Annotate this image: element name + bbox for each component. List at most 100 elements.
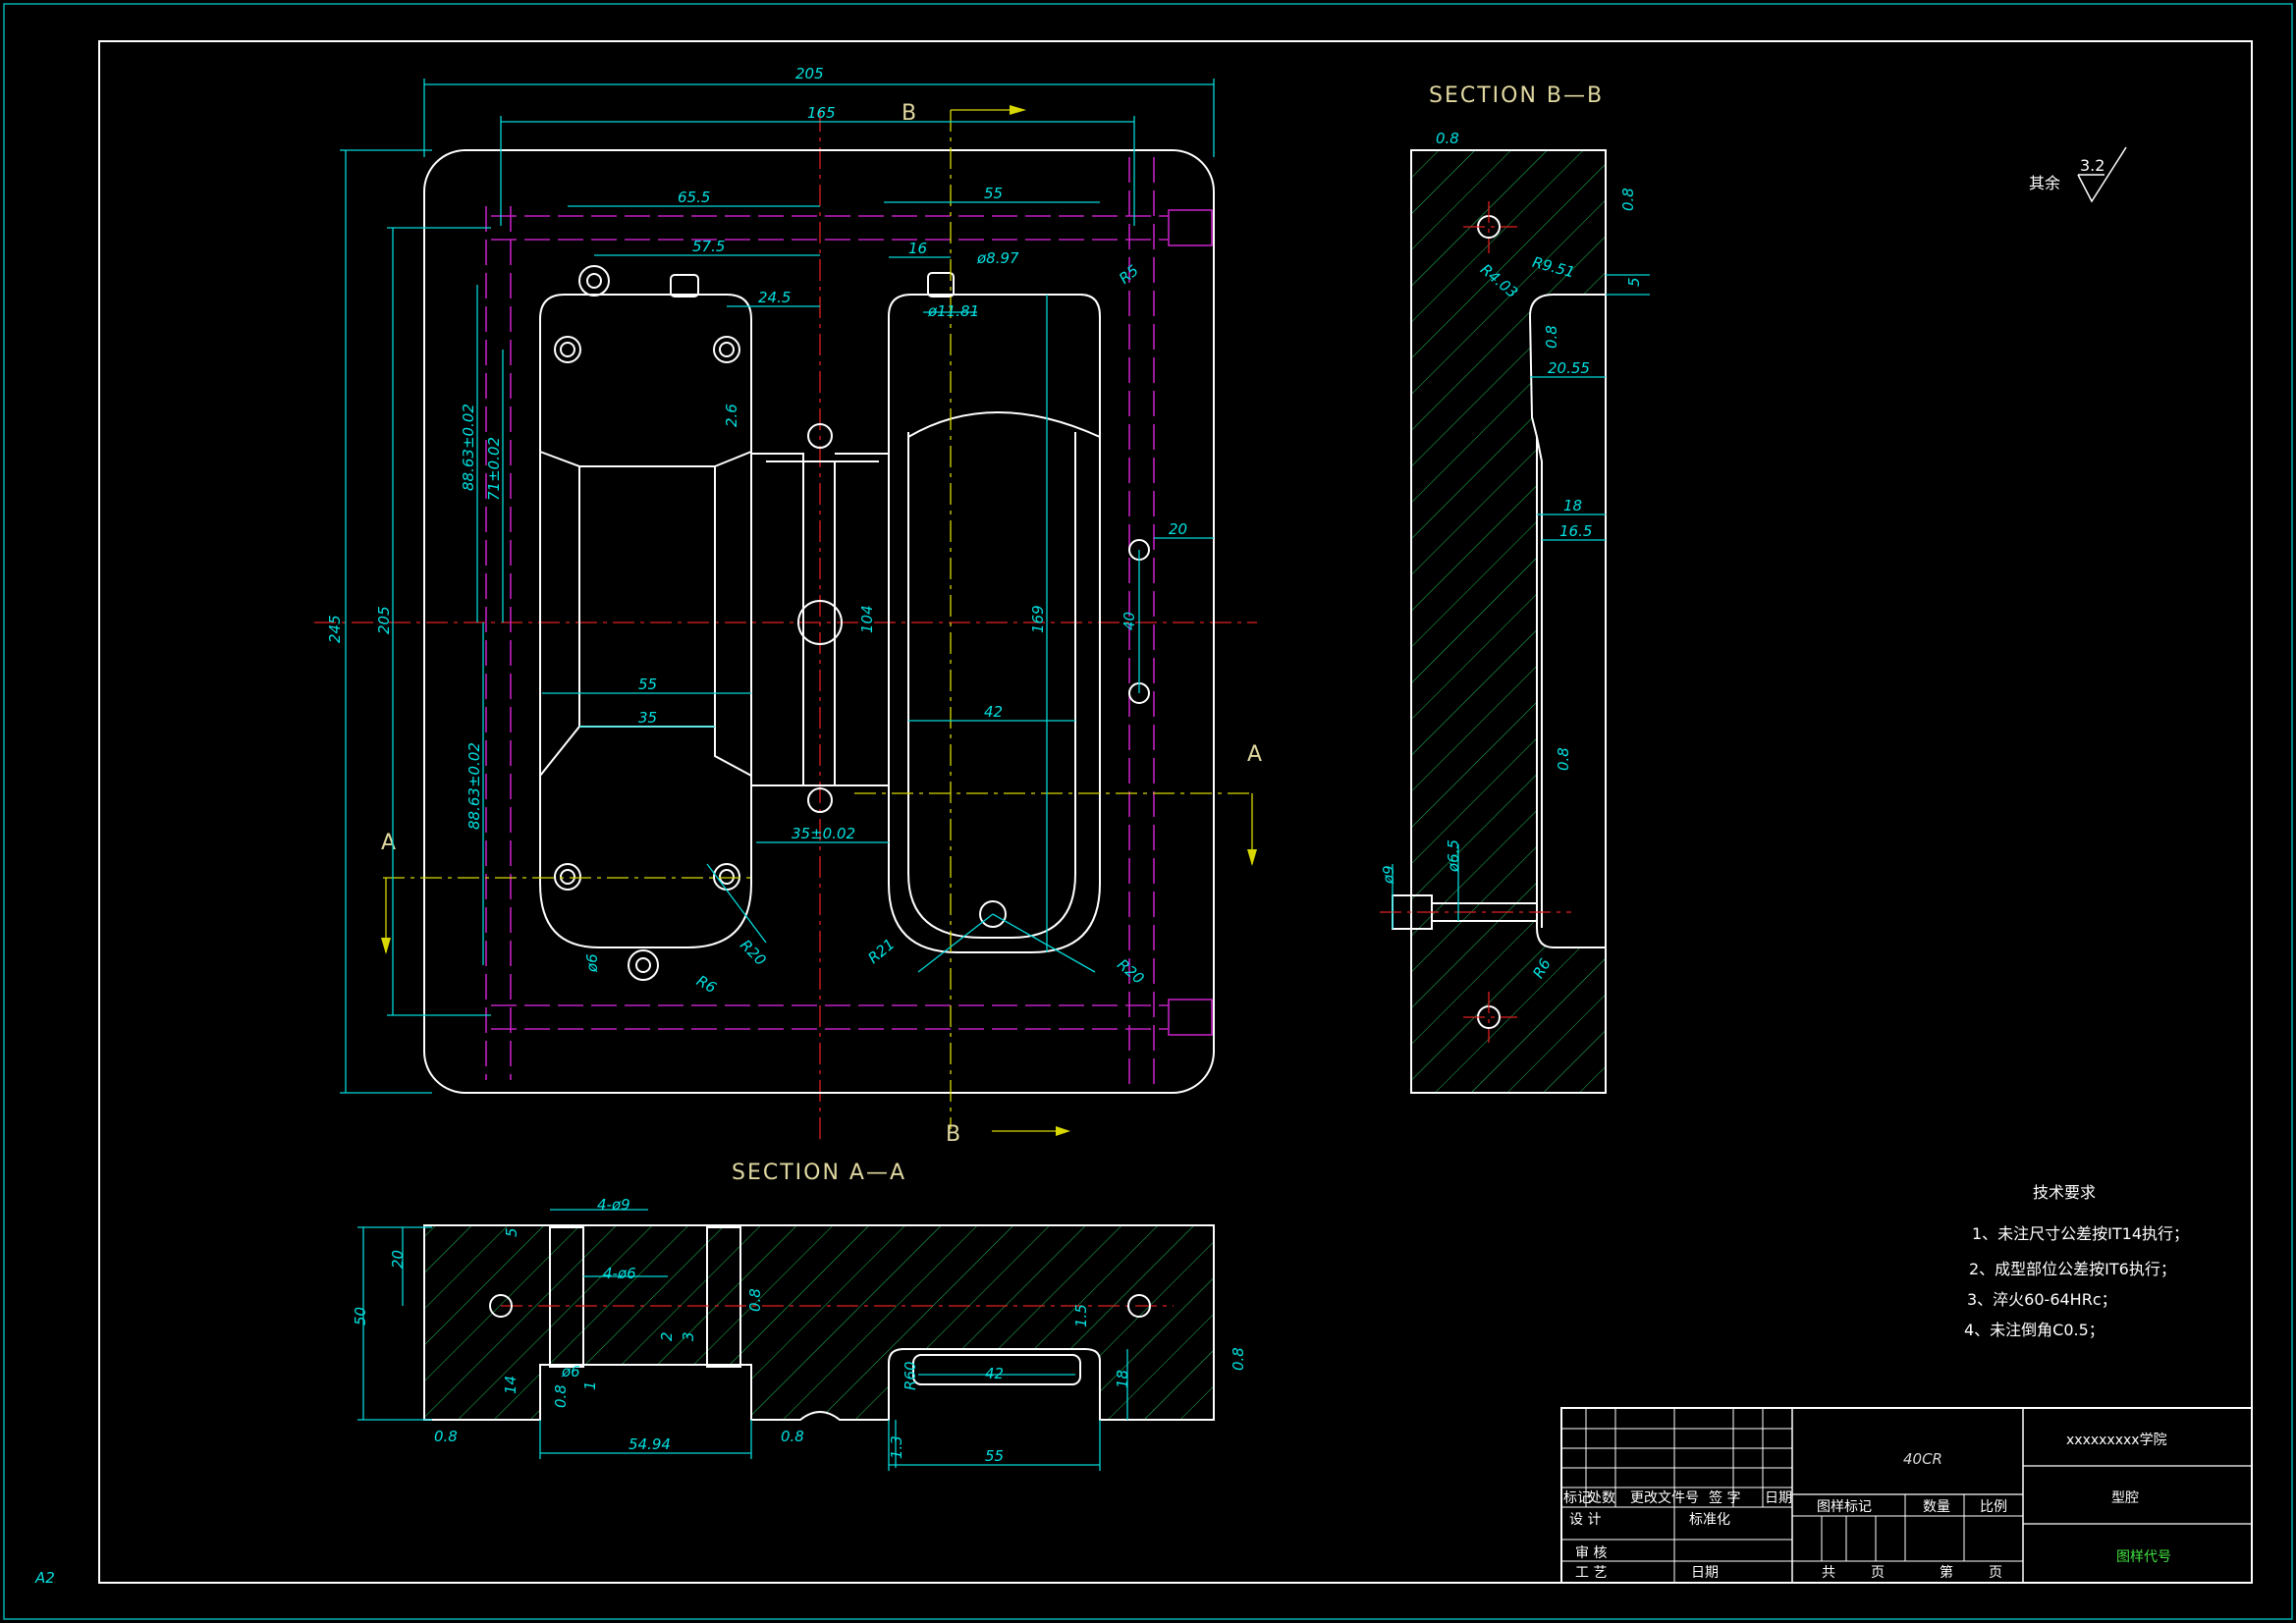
aa-w54-94: 54.94	[629, 1435, 671, 1453]
aa-ra-b: 0.8	[781, 1428, 804, 1445]
aa-w55: 55	[985, 1447, 1004, 1465]
bb-d9: ø9	[1380, 865, 1397, 885]
tb-header-sign: 签 字	[1709, 1489, 1740, 1506]
tb-process: 工 艺	[1575, 1565, 1607, 1581]
tech-req-item-1: 1、未注尺寸公差按IT14执行；	[1972, 1224, 2189, 1243]
tb-date: 日期	[1691, 1565, 1719, 1581]
dim-71: 71±0.02	[485, 437, 503, 501]
inner-border	[98, 40, 2253, 1584]
dim-20: 20	[1169, 520, 1187, 538]
dim-55-top: 55	[984, 185, 1003, 202]
roughness-symbol-icon	[2077, 146, 2127, 203]
bb-v5: 5	[1625, 277, 1643, 287]
tb-header-date: 日期	[1765, 1490, 1792, 1506]
section-bb-view: SECTION B—B 0.8 0.8 0.8 0.8 R4.03 R9.51 …	[1380, 83, 1650, 1094]
dim-r5: R5	[1116, 261, 1142, 288]
title-block: 标记 处数 更改文件号 签 字 日期 设 计 标准化 审 核 工 艺 日期 40…	[1560, 1407, 2253, 1584]
dim-r6: R6	[693, 972, 719, 998]
roughness-label: 其余	[2029, 174, 2060, 192]
section-bb-title: SECTION B—B	[1429, 83, 1604, 108]
aa-v3: 3	[680, 1331, 697, 1341]
aa-ra-e: 0.8	[552, 1384, 570, 1408]
aa-v5: 5	[503, 1227, 520, 1237]
dim-d8-97: ø8.97	[976, 249, 1019, 267]
dim-r21: R21	[864, 935, 898, 967]
dim-height-205: 205	[375, 606, 393, 634]
dim-169: 169	[1029, 605, 1047, 633]
tech-req-item-2: 2、成型部位公差按IT6执行；	[1969, 1260, 2176, 1278]
dim-width-205: 205	[795, 65, 824, 82]
tb-material: 40CR	[1903, 1450, 1942, 1468]
dim-104: 104	[858, 605, 876, 633]
dim-24-5: 24.5	[758, 289, 791, 306]
dim-r20-right: R20	[1114, 955, 1147, 988]
tb-header-count: 处数	[1588, 1490, 1615, 1506]
roughness-note: 其余 3.2	[2029, 146, 2127, 203]
dim-2-6: 2.6	[723, 404, 740, 427]
dim-55-left: 55	[638, 676, 657, 693]
dim-57-5: 57.5	[692, 238, 725, 255]
tb-part-name: 型腔	[2111, 1490, 2139, 1506]
tb-standardize: 标准化	[1689, 1512, 1730, 1528]
bb-ra-right: 0.8	[1619, 188, 1637, 211]
cut-b-top-label: B	[902, 101, 918, 126]
dim-35: 35	[638, 709, 657, 727]
tb-page: 页	[1989, 1565, 2002, 1581]
dim-d11-81: ø11.81	[927, 302, 979, 320]
dim-d6-small: ø6	[583, 953, 601, 973]
bb-ra-inner: 0.8	[1543, 325, 1560, 349]
tb-stage-mark: 图样标记	[1817, 1499, 1872, 1515]
tech-req-item-3: 3、淬火60-64HRc；	[1967, 1290, 2117, 1309]
roughness-value: 3.2	[2080, 156, 2105, 175]
aa-v20: 20	[389, 1250, 407, 1269]
cut-a-left-label: A	[381, 831, 398, 855]
tb-design: 设 计	[1569, 1512, 1601, 1528]
sheet-size-label: A2	[34, 1569, 55, 1587]
dim-40: 40	[1121, 612, 1138, 630]
tb-school: xxxxxxxxx学院	[2066, 1433, 2167, 1448]
plan-view: B B A A 205 165 65.5 57.5 24.5 55 16 ø8.…	[314, 65, 1264, 1147]
bb-ra-top: 0.8	[1436, 130, 1459, 147]
aa-r60: R60	[902, 1361, 919, 1390]
section-aa-view: SECTION A—A 50 20 5 4-ø9 4-ø6 14 ø6 1 2 …	[352, 1161, 1247, 1471]
tb-sheet: 页	[1871, 1565, 1885, 1581]
dim-16: 16	[908, 240, 927, 257]
tb-drawing-no: 图样代号	[2116, 1549, 2171, 1565]
bb-w16-5: 16.5	[1559, 522, 1592, 540]
aa-ra-d: 0.8	[1230, 1347, 1247, 1371]
tech-req-title: 技术要求	[2033, 1183, 2096, 1202]
tb-total: 共	[1822, 1565, 1835, 1581]
dim-42: 42	[984, 703, 1003, 721]
dim-65-5: 65.5	[678, 189, 710, 206]
aa-w42: 42	[985, 1365, 1004, 1382]
bb-d6-5: ø6.5	[1445, 839, 1462, 873]
tb-scale: 比例	[1980, 1499, 2007, 1515]
section-aa-title: SECTION A—A	[732, 1161, 906, 1185]
aa-holes-4-d9: 4-ø9	[597, 1196, 630, 1214]
aa-v1: 1	[581, 1380, 599, 1390]
dim-88-63-top: 88.63±0.02	[460, 404, 477, 491]
aa-holes-4-d6: 4-ø6	[603, 1265, 636, 1282]
aa-ra-c: 0.8	[746, 1288, 764, 1312]
cut-b-bottom-label: B	[946, 1122, 962, 1147]
aa-v18: 18	[1114, 1370, 1131, 1388]
aa-v14: 14	[502, 1376, 519, 1394]
bb-w18: 18	[1563, 497, 1582, 514]
dim-35-02: 35±0.02	[792, 825, 855, 842]
cut-a-right-label: A	[1247, 742, 1264, 767]
tb-header-mark: 标记	[1563, 1490, 1591, 1506]
dim-88-63-bottom: 88.63±0.02	[465, 742, 483, 830]
tb-header-change-doc: 更改文件号	[1630, 1490, 1699, 1506]
aa-d6: ø6	[561, 1363, 580, 1380]
aa-v1-3: 1.3	[888, 1435, 905, 1459]
aa-ra-a: 0.8	[434, 1428, 458, 1445]
dim-width-165: 165	[807, 104, 836, 122]
tech-requirements: 技术要求 1、未注尺寸公差按IT14执行； 2、成型部位公差按IT6执行； 3、…	[1964, 1183, 2189, 1339]
dim-height-245: 245	[326, 615, 344, 643]
tech-req-item-4: 4、未注倒角C0.5；	[1964, 1321, 2105, 1339]
bb-ra-mid: 0.8	[1555, 747, 1572, 771]
aa-v50: 50	[352, 1307, 369, 1325]
outer-border	[3, 3, 2293, 1620]
tb-quantity: 数量	[1923, 1499, 1950, 1515]
